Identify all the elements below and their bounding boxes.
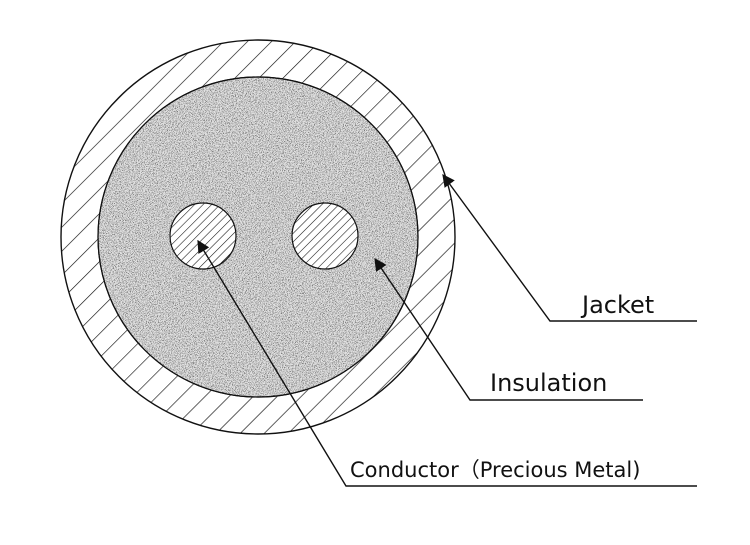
insulation-label: Insulation bbox=[490, 369, 607, 397]
jacket-leader-line bbox=[442, 173, 697, 322]
conductor-left bbox=[169, 202, 237, 270]
jacket-label: Jacket bbox=[580, 291, 654, 319]
conductor-leader-line bbox=[197, 239, 697, 487]
conductor-right bbox=[291, 202, 359, 270]
insulation-speckle-texture bbox=[98, 77, 418, 397]
conductor-label: Conductor（Precious Metal) bbox=[350, 458, 640, 482]
insulation-leader-line bbox=[374, 257, 643, 401]
